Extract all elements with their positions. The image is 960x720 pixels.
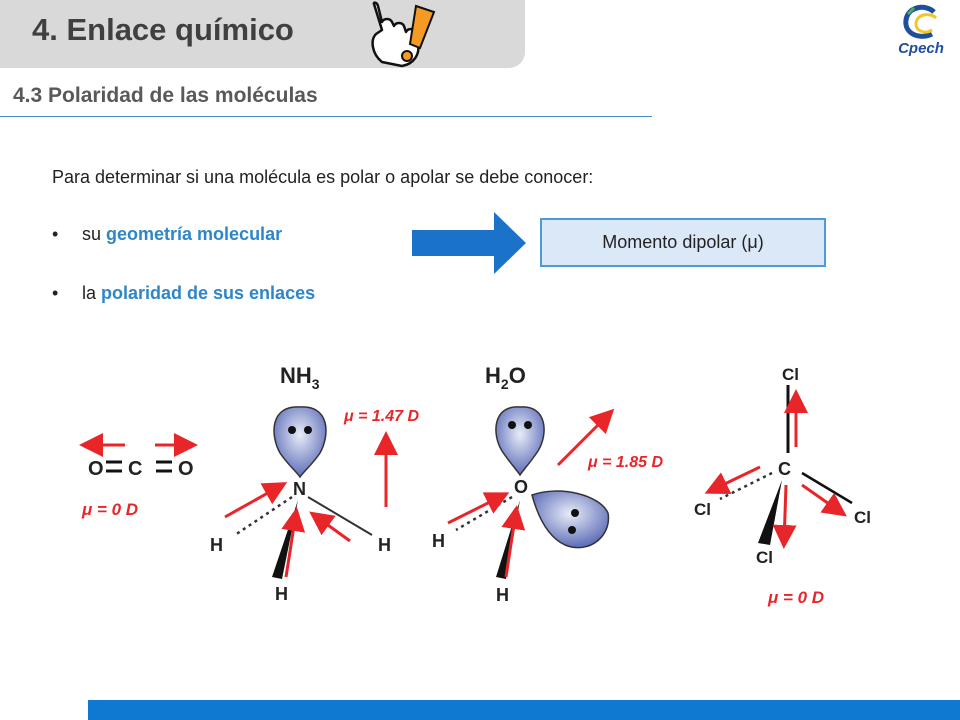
- ccl4-atom-cl-left: Cl: [694, 500, 711, 519]
- page-title: 4. Enlace químico: [32, 12, 294, 47]
- h2o-atom-h-left: H: [432, 531, 445, 551]
- h2o-molecule: H2O O H H μ = 1.85 D: [432, 363, 663, 605]
- co2-atom-o-left: O: [88, 458, 104, 480]
- ccl4-dipole-label: μ = 0 D: [767, 588, 824, 607]
- h2o-lone-pair-lobe-top: [495, 406, 545, 477]
- ccl4-molecule: Cl C Cl Cl Cl μ = 0 D: [694, 365, 871, 607]
- nh3-formula: NH: [280, 363, 312, 388]
- intro-text: Para determinar si una molécula es polar…: [52, 167, 594, 187]
- h2o-formula-o: O: [509, 363, 526, 388]
- nh3-dipole-label: μ = 1.47 D: [343, 408, 419, 425]
- ccl4-atom-cl-top: Cl: [782, 365, 799, 384]
- co2-atom-o-right: O: [178, 458, 194, 480]
- nh3-lone-pair-lobe: [273, 406, 327, 479]
- bullet-dot: •: [52, 224, 59, 244]
- bullet-highlight: polaridad de sus enlaces: [101, 283, 316, 303]
- footer-bar: [88, 700, 960, 720]
- bullet-geometry: • su geometría molecular: [52, 224, 282, 245]
- h2o-formula-h: H: [485, 363, 501, 388]
- h2o-atom-h-bottom: H: [496, 585, 509, 605]
- svg-text:NH3: NH3: [280, 363, 320, 392]
- h2o-dipole-label: μ = 1.85 D: [587, 454, 663, 471]
- h2o-subscript: 2: [501, 376, 509, 392]
- ccl4-atom-c: C: [778, 459, 791, 479]
- h2o-atom-o: O: [514, 477, 528, 497]
- h2o-lone-pair-lobe-side: [531, 490, 610, 549]
- bullet-prefix: la: [82, 283, 102, 303]
- nh3-atom-h-right: H: [378, 535, 391, 555]
- bullet-dot: •: [52, 283, 59, 303]
- subtitle-underline: [0, 116, 652, 117]
- molecule-diagram: O C O μ = 0 D NH3 N H H H μ = 1.47 D H2O…: [79, 363, 871, 607]
- nh3-atom-n: N: [293, 479, 306, 499]
- brand-logo: Cpech: [890, 4, 952, 62]
- nh3-subscript: 3: [312, 376, 320, 392]
- co2-dipole-label: μ = 0 D: [81, 500, 138, 519]
- section-subtitle: 4.3 Polaridad de las moléculas: [13, 84, 318, 107]
- dipole-moment-box: Momento dipolar (μ): [540, 218, 826, 267]
- nh3-molecule: NH3 N H H H μ = 1.47 D: [210, 363, 419, 604]
- nh3-atom-h-bottom: H: [275, 584, 288, 604]
- brand-name: Cpech: [898, 40, 944, 57]
- bullet-polarity: • la polaridad de sus enlaces: [52, 283, 315, 304]
- right-arrow-icon: [412, 212, 526, 274]
- pointing-hand-icon: [371, 1, 436, 68]
- bullet-prefix: su: [82, 224, 107, 244]
- svg-text:H2O: H2O: [485, 363, 526, 392]
- co2-atom-c: C: [128, 458, 142, 480]
- ccl4-atom-cl-bottom: Cl: [756, 548, 773, 567]
- ccl4-atom-cl-right: Cl: [854, 508, 871, 527]
- nh3-atom-h-left: H: [210, 535, 223, 555]
- bullet-highlight: geometría molecular: [106, 224, 283, 244]
- title-tab: [0, 0, 525, 68]
- logo-swirl-icon: [903, 4, 938, 39]
- co2-molecule: O C O μ = 0 D: [79, 433, 198, 519]
